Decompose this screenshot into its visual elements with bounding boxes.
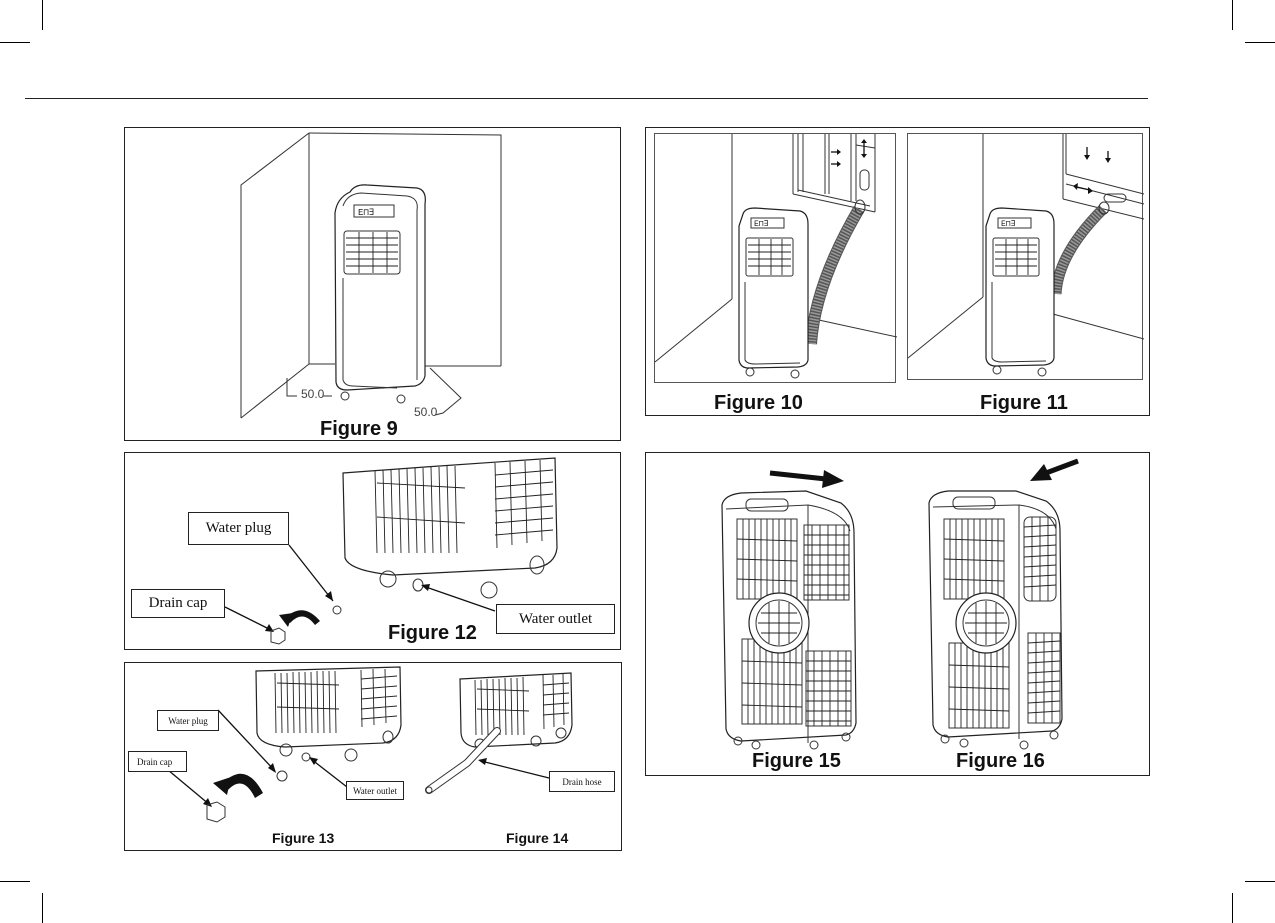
figure-11-caption: Figure 11 [980, 392, 1068, 415]
water-plug-label: Water plug [157, 710, 219, 731]
figure-13-14-panel: Water plug Drain cap Water outlet Drain … [124, 662, 622, 851]
crop-mark-top-left-v [42, 0, 43, 30]
crop-mark-top-right-v [1232, 0, 1233, 30]
drain-cap-label: Drain cap [131, 589, 225, 618]
figure-12-caption: Figure 12 [388, 622, 477, 645]
curved-arrow-icon [279, 610, 320, 627]
crop-mark-bottom-left-h [0, 881, 30, 882]
crop-mark-top-left-h [0, 42, 30, 43]
water-outlet-label: Water outlet [346, 781, 404, 800]
figure-13-caption: Figure 13 [272, 830, 334, 846]
crop-mark-top-right-h [1245, 42, 1275, 43]
crop-mark-bottom-right-h [1245, 881, 1275, 882]
figure-11-illustration: E⊓∃ [908, 134, 1144, 381]
water-plug-label: Water plug [188, 512, 289, 545]
arrow-left-icon [1030, 461, 1078, 481]
figure-9-illustration: E⊓∃ [125, 128, 622, 442]
svg-text:E⊓∃: E⊓∃ [1001, 220, 1015, 229]
figure-16-illustration [646, 453, 1151, 777]
figure-9-caption: Figure 9 [320, 418, 398, 441]
figure-14-illustration [125, 663, 623, 852]
figure-10-11-panel: E⊓∃ [645, 127, 1150, 416]
figure-14-caption: Figure 14 [506, 830, 568, 846]
figure-12-panel: Water plug Drain cap Water outlet Figure… [124, 452, 621, 650]
drain-hose-label: Drain hose [549, 771, 615, 792]
figure-11-frame: E⊓∃ [907, 133, 1143, 380]
figure-9-dim-right: 50.0 [414, 405, 437, 419]
figure-10-frame: E⊓∃ [654, 133, 896, 383]
figure-10-illustration: E⊓∃ [655, 134, 897, 384]
figure-9-panel: E⊓∃ 50.0 50.0 Figure 9 [124, 127, 621, 441]
svg-text:E⊓∃: E⊓∃ [358, 208, 374, 218]
figure-10-caption: Figure 10 [714, 392, 803, 415]
header-rule [25, 98, 1148, 99]
crop-mark-bottom-left-v [42, 893, 43, 923]
figure-16-caption: Figure 16 [956, 750, 1045, 773]
figure-15-caption: Figure 15 [752, 750, 841, 773]
drain-cap-label: Drain cap [128, 751, 187, 772]
svg-text:E⊓∃: E⊓∃ [754, 220, 768, 229]
figure-9-dim-left: 50.0 [301, 387, 324, 401]
figure-15-16-panel: Figure 15 Figure 16 [645, 452, 1150, 776]
crop-mark-bottom-right-v [1232, 893, 1233, 923]
water-outlet-label: Water outlet [496, 604, 615, 634]
